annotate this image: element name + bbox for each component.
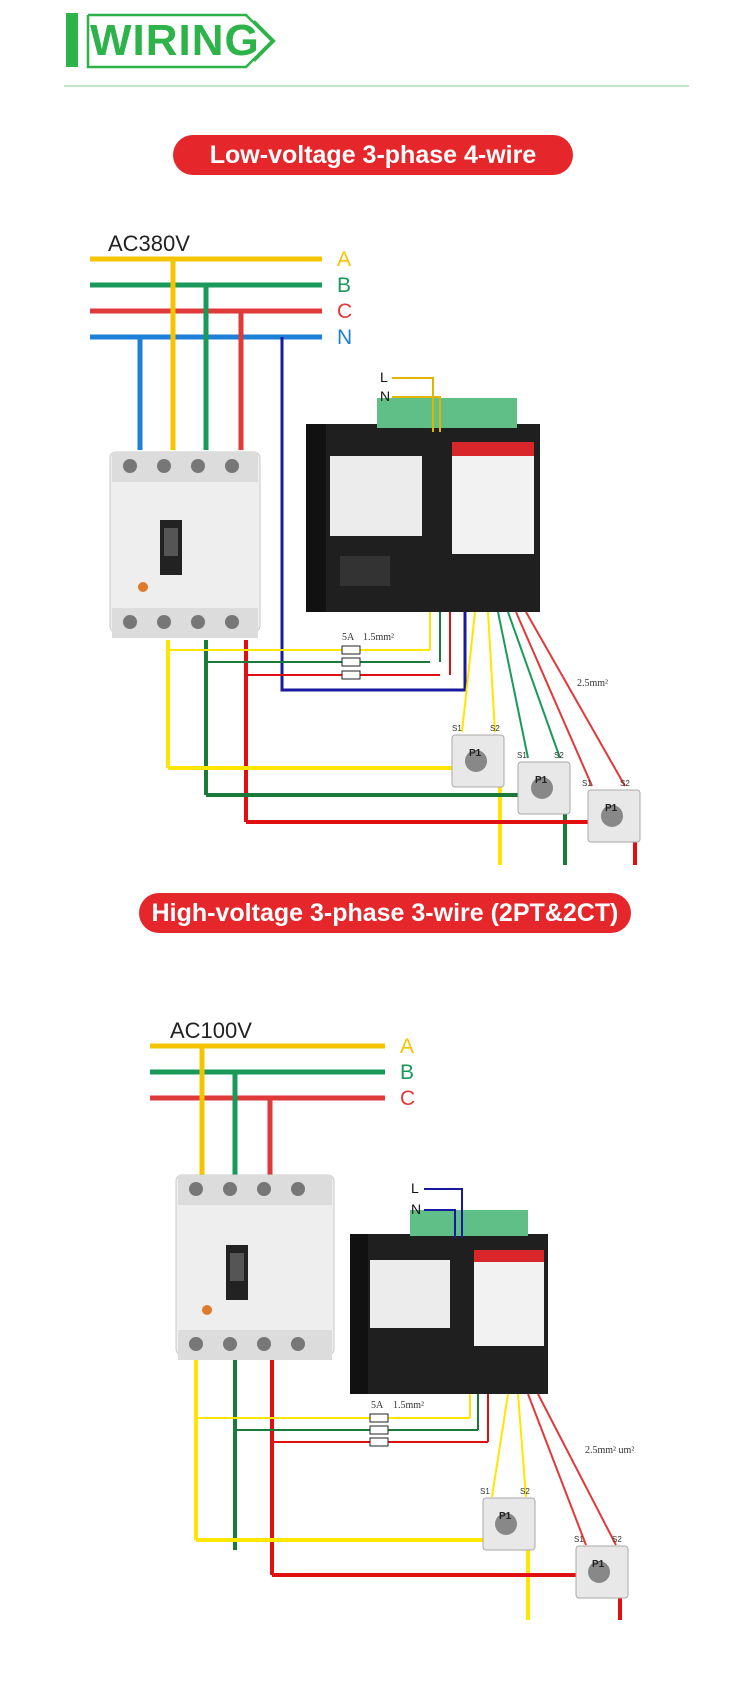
ct-label-1c: P1 (605, 803, 618, 814)
ct-label-1b: P1 (535, 775, 548, 786)
page-title: WIRING (90, 16, 260, 65)
ct-terminal-s2-2a: S2 (520, 1487, 530, 1496)
ct-terminal-s2-1b: S2 (554, 751, 564, 760)
ct-terminal-s1-1c: S1 (582, 779, 592, 788)
voltage-wire-label-1: 1.5mm² (363, 632, 394, 643)
ct-label-1a: P1 (469, 748, 482, 759)
ct-terminal-s2-1c: S2 (620, 779, 630, 788)
current-wire-label-2: 2.5mm² um² (585, 1445, 634, 1456)
current-wire-label-1: 2.5mm² (577, 678, 608, 689)
phase-label-c-1: C (337, 300, 352, 323)
ct-terminal-s2-1a: S2 (490, 724, 500, 733)
phase-label-b-1: B (337, 274, 351, 297)
section-title-low-voltage: Low-voltage 3-phase 4-wire (173, 135, 573, 175)
voltage-wire-label-2: 1.5mm² (393, 1400, 424, 1411)
header-divider (64, 85, 689, 87)
phase-label-c-2: C (400, 1087, 415, 1110)
ct-label-2a: P1 (499, 1511, 512, 1522)
header-title-frame (86, 13, 276, 69)
section-title-high-voltage: High-voltage 3-phase 3-wire (2PT&2CT) (139, 893, 631, 933)
circuit-breaker-1 (109, 451, 261, 638)
ct-terminal-s2-2b: S2 (612, 1535, 622, 1544)
meter-l-label-1: L (380, 369, 388, 385)
phase-label-a-1: A (337, 248, 351, 271)
ct-terminal-s1-1a: S1 (452, 724, 462, 733)
circuit-breaker-2 (175, 1174, 335, 1360)
fuse-label-2: 5A (371, 1400, 384, 1411)
meter-n-label-1: N (380, 388, 390, 404)
phase-label-a-2: A (400, 1035, 414, 1058)
header-accent-bar (66, 13, 78, 67)
meter-l-label-2: L (411, 1180, 419, 1196)
power-meter-1 (306, 398, 540, 612)
voltage-label-1: AC380V (108, 231, 190, 256)
meter-n-label-2: N (411, 1201, 421, 1217)
power-meter-2 (350, 1210, 548, 1394)
phase-label-b-2: B (400, 1061, 414, 1084)
voltage-label-2: AC100V (170, 1018, 252, 1043)
ct-terminal-s1-1b: S1 (517, 751, 527, 760)
ct-label-2b: P1 (592, 1559, 605, 1570)
ct-terminal-s1-2b: S1 (574, 1535, 584, 1544)
phase-label-n-1: N (337, 326, 352, 349)
fuse-label-1: 5A (342, 632, 355, 643)
ct-terminal-s1-2a: S1 (480, 1487, 490, 1496)
